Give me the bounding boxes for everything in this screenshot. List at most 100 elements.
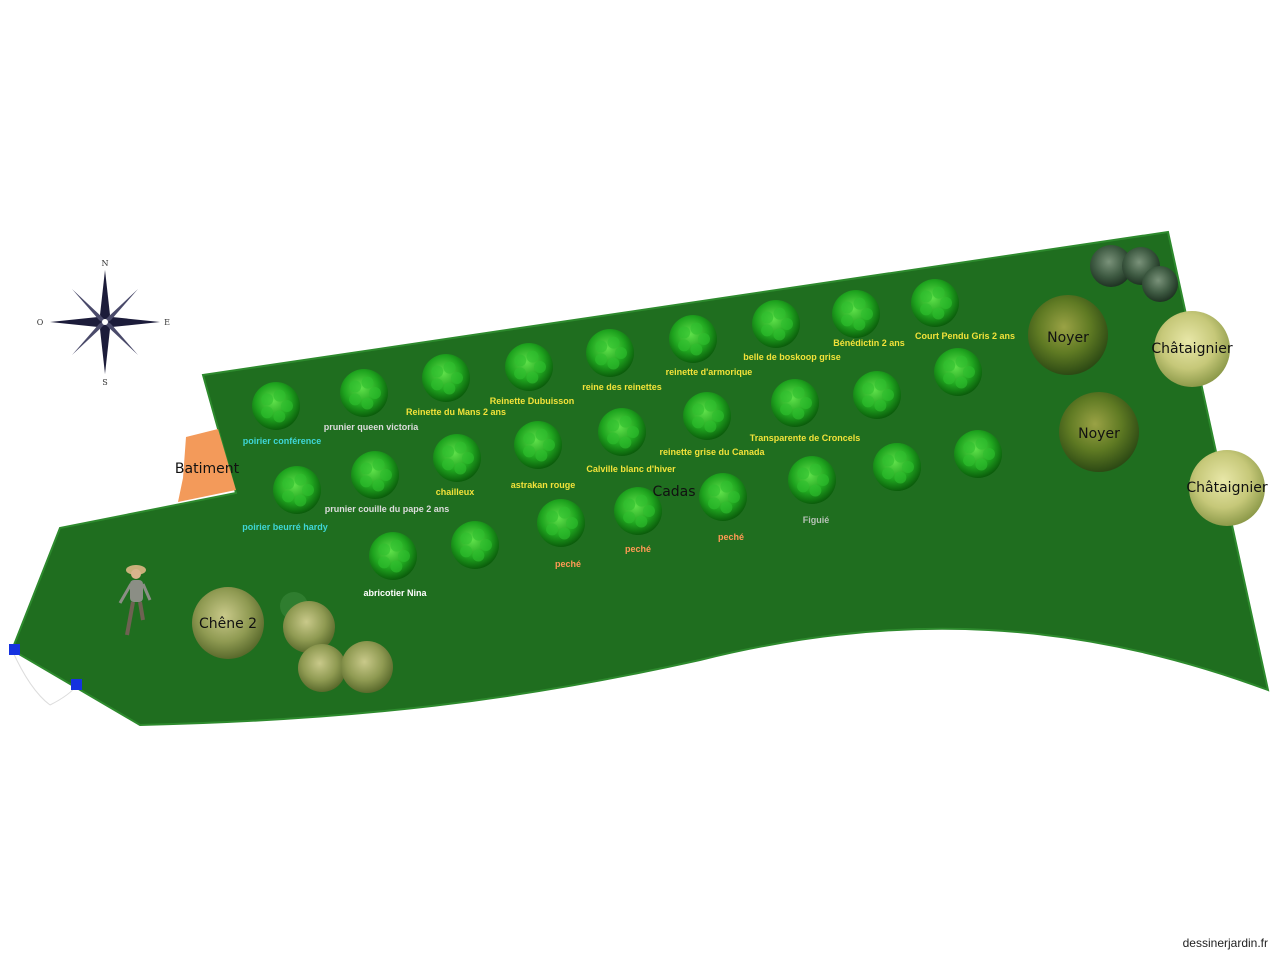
zone-label: Cadas [652, 484, 695, 500]
fruit-tree-canopy [669, 315, 717, 363]
compass-west: O [37, 318, 44, 327]
fruit-tree-canopy [752, 300, 800, 348]
fruit-tree-canopy [252, 382, 300, 430]
fruit-tree-canopy [683, 392, 731, 440]
gate[interactable] [9, 644, 82, 706]
fruit-tree[interactable]: Figuié [788, 456, 836, 525]
leaf-texture [619, 436, 632, 449]
leaf-texture [273, 410, 286, 423]
leaf-texture [728, 491, 740, 503]
fruit-tree-label: poirier conférence [243, 436, 322, 446]
fruit-tree[interactable]: Calville blanc d'hiver [586, 408, 676, 474]
leaf-texture [431, 378, 444, 391]
leaf-texture [874, 399, 887, 412]
fruit-tree[interactable]: prunier couille du pape 2 ans [325, 451, 450, 514]
fruit-tree[interactable]: peché [699, 473, 747, 542]
large-tree[interactable]: Châtaignier [1186, 450, 1268, 526]
leaf-texture [431, 365, 444, 378]
fruit-tree[interactable]: poirier beurré hardy [242, 466, 328, 532]
fruit-tree[interactable] [451, 521, 499, 569]
leaf-texture [920, 303, 933, 316]
leaf-texture [558, 527, 571, 540]
leaf-texture [451, 372, 463, 384]
leaf-texture [282, 490, 295, 503]
leaf-texture [294, 494, 307, 507]
leaf-texture [635, 494, 648, 507]
fruit-tree-canopy [788, 456, 836, 504]
leaf-texture [607, 357, 620, 370]
leaf-texture [780, 390, 793, 403]
fruit-tree[interactable]: peché [614, 487, 662, 554]
leaf-texture [390, 560, 403, 573]
fruit-tree-canopy [422, 354, 470, 402]
fruit-tree[interactable]: astrakan rouge [511, 421, 576, 490]
leaf-texture [690, 322, 703, 335]
fruit-tree-canopy [598, 408, 646, 456]
leaf-texture [535, 428, 548, 441]
large-tree[interactable]: Noyer [1028, 295, 1108, 375]
compass-north: N [102, 259, 109, 268]
leaf-texture [894, 450, 907, 463]
fruit-tree-label: poirier beurré hardy [242, 522, 328, 532]
fruit-tree[interactable]: chailleux [433, 434, 481, 497]
leaf-texture [442, 445, 455, 458]
fruit-tree[interactable]: reinette d'armorique [666, 315, 753, 377]
fruit-tree-canopy [771, 379, 819, 427]
fruit-tree-label: peché [718, 532, 744, 542]
fruit-tree[interactable] [934, 348, 982, 396]
leaf-texture [720, 480, 733, 493]
fruit-tree[interactable]: reine des reinettes [582, 329, 662, 392]
fruit-tree-canopy [514, 421, 562, 469]
fruit-tree-label: astrakan rouge [511, 480, 576, 490]
leaf-texture [862, 395, 875, 408]
leaf-texture [349, 393, 362, 406]
fruit-tree-canopy [451, 521, 499, 569]
leaf-texture [282, 477, 295, 490]
leaf-texture [761, 324, 774, 337]
fruit-tree[interactable]: prunier queen victoria [324, 369, 420, 432]
fruit-tree[interactable]: peché [537, 499, 585, 569]
leaf-texture [595, 353, 608, 366]
fruit-tree[interactable]: reinette grise du Canada [659, 392, 766, 457]
leaf-texture [378, 543, 391, 556]
fruit-tree[interactable] [873, 443, 921, 491]
leaf-texture [372, 479, 385, 492]
large-tree[interactable]: Noyer [1059, 392, 1139, 472]
fruit-tree-label: Reinette du Mans 2 ans [406, 407, 506, 417]
large-tree[interactable]: Chêne 2 [192, 587, 264, 659]
leaf-texture [623, 511, 636, 524]
large-tree[interactable]: Châtaignier [1151, 311, 1233, 387]
leaf-texture [853, 297, 866, 310]
fruit-tree-label: peché [625, 544, 651, 554]
leaf-texture [861, 308, 873, 320]
gardener-figure [118, 565, 152, 636]
leaf-texture [932, 286, 945, 299]
fruit-tree-canopy [853, 371, 901, 419]
fruit-tree[interactable]: Transparente de Croncels [750, 379, 861, 443]
compass-east: E [164, 318, 170, 327]
fruit-tree[interactable] [954, 430, 1002, 478]
fruit-tree[interactable]: Bénédictin 2 ans [832, 290, 905, 348]
site-credit[interactable]: dessinerjardin.fr [1182, 936, 1268, 950]
leaf-texture [720, 501, 733, 514]
leaf-texture [841, 301, 854, 314]
leaf-texture [546, 510, 559, 523]
fruit-tree-label: peché [555, 559, 581, 569]
leaf-texture [955, 355, 968, 368]
compass-rose: N S E O [37, 259, 170, 387]
fruit-tree[interactable]: Court Pendu Gris 2 ans [911, 279, 1015, 341]
fruit-tree-canopy [954, 430, 1002, 478]
fruit-tree[interactable]: abricotier Nina [363, 532, 427, 598]
fruit-tree[interactable]: poirier conférence [243, 382, 322, 446]
leaf-texture [261, 393, 274, 406]
leaf-texture [882, 454, 895, 467]
fruit-tree[interactable]: Reinette du Mans 2 ans [406, 354, 506, 417]
leaf-texture [526, 371, 539, 384]
fruit-tree[interactable]: Reinette Dubuisson [490, 343, 575, 406]
fruit-tree-label: Calville blanc d'hiver [586, 464, 676, 474]
fruit-tree-canopy [911, 279, 959, 327]
leaf-texture [678, 339, 691, 352]
fruit-tree[interactable] [853, 371, 901, 419]
fruit-tree-canopy [614, 487, 662, 535]
fruit-tree[interactable]: belle de boskoop grise [743, 300, 841, 362]
